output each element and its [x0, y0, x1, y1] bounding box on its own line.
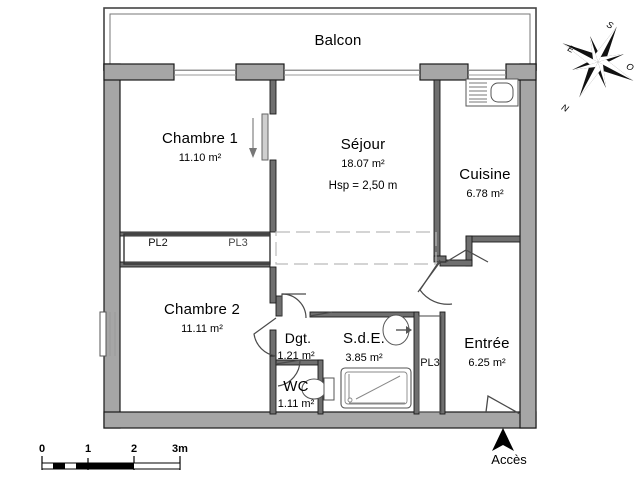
exterior-walls — [103, 63, 537, 429]
access-arrow — [492, 428, 514, 451]
entrance-door — [485, 394, 521, 415]
sliding-door-chambre1 — [249, 113, 269, 161]
access-label: Accès — [491, 452, 527, 467]
scale-tick-1: 1 — [84, 443, 92, 455]
room-label-sde: S.d.E. — [342, 330, 386, 347]
scale-bar — [41, 456, 181, 470]
room-label-wc: WC — [283, 378, 309, 395]
room-area-sejour: 18.07 m² — [341, 158, 385, 170]
closet-label-pl2: PL2 — [148, 237, 168, 249]
room-label-sejour: Séjour — [340, 136, 386, 153]
bathtub-fixture — [340, 367, 412, 409]
closet-label-pl3-entry: PL3 — [420, 357, 440, 369]
closet-label-pl3: PL3 — [228, 237, 248, 249]
window-left-wall — [99, 311, 116, 357]
scale-tick-2: 2 — [130, 443, 138, 455]
toilet-fixture — [301, 377, 335, 401]
closet-outlines — [123, 231, 442, 413]
window-glazing — [174, 69, 506, 76]
room-label-cuisine: Cuisine — [459, 166, 511, 183]
room-label-chambre1: Chambre 1 — [161, 130, 239, 147]
room-label-chambre2: Chambre 2 — [163, 301, 241, 318]
room-area-dgt: 1.21 m² — [277, 350, 315, 362]
room-area-wc: 1.11 m² — [277, 398, 315, 410]
ceiling-height-label: Hsp = 2,50 m — [328, 180, 398, 192]
room-label-dgt: Dgt. — [284, 330, 312, 346]
room-area-chambre1: 11.10 m² — [178, 152, 222, 164]
washbasin-fixture — [382, 314, 412, 346]
compass-rose — [562, 26, 634, 98]
scale-tick-3: 3m — [172, 443, 188, 455]
scale-tick-0: 0 — [38, 443, 46, 455]
balcony-outline — [103, 7, 537, 71]
room-label-balcon: Balcon — [314, 32, 362, 49]
room-area-cuisine: 6.78 m² — [466, 188, 504, 200]
room-area-chambre2: 11.11 m² — [181, 323, 223, 335]
room-label-entree: Entrée — [464, 335, 510, 352]
kitchen-sink-fixture — [465, 78, 519, 107]
door-swings — [249, 113, 521, 415]
room-area-sde: 3.85 m² — [345, 352, 383, 364]
room-area-entree: 6.25 m² — [468, 357, 506, 369]
